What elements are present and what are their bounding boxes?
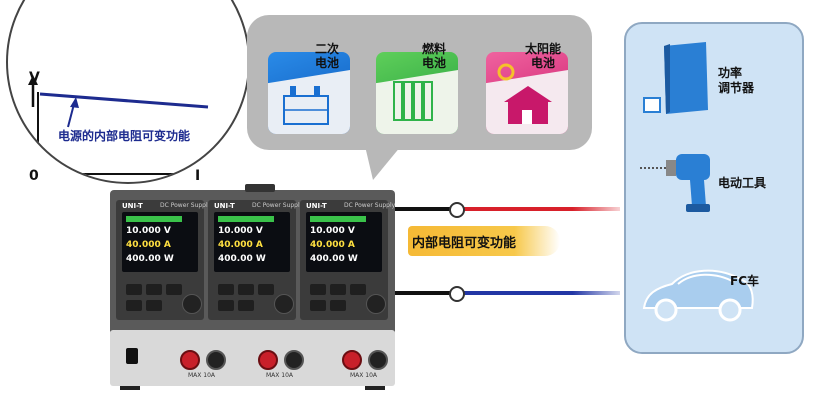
- terminal-label-1: MAX 10A: [188, 372, 216, 379]
- bubble-tail: [365, 146, 401, 180]
- secondary-battery-label: 二次电池: [315, 42, 340, 70]
- i-axis-label: I: [195, 168, 201, 184]
- function-key[interactable]: [330, 300, 346, 311]
- positive-wire-black: [395, 207, 455, 211]
- function-key[interactable]: [238, 300, 254, 311]
- module-screen: 10.000 V 40.000 A 400.00 W: [214, 212, 290, 272]
- positive-terminal-1[interactable]: [180, 350, 200, 370]
- vi-graph-circle: [6, 0, 250, 184]
- feature-label: 内部电阻可变功能: [412, 236, 517, 251]
- function-key[interactable]: [310, 300, 326, 311]
- function-key[interactable]: [238, 284, 254, 295]
- secondary-battery-tile: [268, 52, 350, 134]
- feature-tag: [408, 226, 560, 256]
- device-foot: [365, 386, 385, 390]
- power-conditioner-label: 功率调节器: [718, 66, 755, 95]
- supply-module-3: UNI-T DC Power Supply 10.000 V 40.000 A …: [300, 200, 395, 320]
- solar-cell-label: 太阳能电池: [525, 42, 562, 70]
- negative-wire: [462, 291, 620, 295]
- negative-terminal-2[interactable]: [284, 350, 304, 370]
- vi-characteristic-line: [39, 92, 209, 109]
- function-key[interactable]: [258, 284, 274, 295]
- module-subtitle: DC Power Supply: [252, 202, 304, 209]
- v-axis-label: V: [29, 70, 40, 86]
- fuel-cell-label: 燃料电池: [422, 42, 447, 70]
- arrow-right-icon: [196, 179, 202, 182]
- module-brand: UNI-T: [306, 202, 327, 210]
- function-key[interactable]: [126, 300, 142, 311]
- fc-car-icon: [642, 269, 754, 322]
- module-subtitle: DC Power Supply: [344, 202, 396, 209]
- function-key[interactable]: [218, 300, 234, 311]
- solar-panel-icon: [497, 63, 552, 124]
- device-foot: [120, 386, 140, 390]
- function-key[interactable]: [218, 284, 234, 295]
- solar-cell-tile: [486, 52, 568, 134]
- power-readout: 400.00 W: [218, 254, 266, 264]
- power-switch[interactable]: [126, 348, 138, 364]
- function-key[interactable]: [146, 300, 162, 311]
- arrow-up-icon: [28, 75, 38, 85]
- supply-module-1: UNI-T DC Power Supply 10.000 V 40.000 A …: [116, 200, 211, 320]
- positive-terminal-3[interactable]: [342, 350, 362, 370]
- current-readout: 40.000 A: [310, 240, 355, 250]
- voltage-readout: 10.000 V: [126, 226, 171, 236]
- adjust-knob[interactable]: [366, 294, 386, 314]
- fc-car-label: FC车: [730, 274, 760, 288]
- positive-terminal-2[interactable]: [258, 350, 278, 370]
- adjust-knob[interactable]: [182, 294, 202, 314]
- power-conditioner-icon: [643, 42, 708, 114]
- function-key[interactable]: [350, 284, 366, 295]
- module-subtitle: DC Power Supply: [160, 202, 212, 209]
- module-screen: 10.000 V 40.000 A 400.00 W: [306, 212, 382, 272]
- current-readout: 40.000 A: [218, 240, 263, 250]
- origin-label: 0: [29, 168, 39, 184]
- positive-wire-node: [449, 202, 465, 218]
- negative-terminal-3[interactable]: [368, 350, 388, 370]
- fuel-cell-tile: [376, 52, 458, 134]
- voltage-readout: 10.000 V: [218, 226, 263, 236]
- pointer-arrow-icon: [70, 97, 79, 108]
- function-key[interactable]: [330, 284, 346, 295]
- module-screen: 10.000 V 40.000 A 400.00 W: [122, 212, 198, 272]
- power-drill-icon: [640, 154, 710, 212]
- terminal-label-3: MAX 10A: [350, 372, 378, 379]
- function-key[interactable]: [146, 284, 162, 295]
- negative-wire-node: [449, 286, 465, 302]
- negative-terminal-1[interactable]: [206, 350, 226, 370]
- function-key[interactable]: [310, 284, 326, 295]
- graph-caption: 电源的内部电阻可变功能: [58, 129, 191, 143]
- power-supply-device: UNI-T DC Power Supply 10.000 V 40.000 A …: [110, 184, 395, 390]
- module-brand: UNI-T: [214, 202, 235, 210]
- power-readout: 400.00 W: [310, 254, 358, 264]
- power-readout: 400.00 W: [126, 254, 174, 264]
- voltage-readout: 10.000 V: [310, 226, 355, 236]
- negative-wire-black: [395, 291, 455, 295]
- function-key[interactable]: [166, 284, 182, 295]
- fuel-cell-icon: [393, 81, 433, 121]
- positive-wire: [462, 207, 620, 211]
- supply-module-2: UNI-T DC Power Supply 10.000 V 40.000 A …: [208, 200, 303, 320]
- function-key[interactable]: [126, 284, 142, 295]
- current-readout: 40.000 A: [126, 240, 171, 250]
- battery-icon: [283, 86, 329, 125]
- device-handle: [245, 184, 275, 192]
- adjust-knob[interactable]: [274, 294, 294, 314]
- module-brand: UNI-T: [122, 202, 143, 210]
- vi-graph: [28, 75, 209, 182]
- terminal-label-2: MAX 10A: [266, 372, 294, 379]
- power-drill-label: 电动工具: [718, 176, 767, 190]
